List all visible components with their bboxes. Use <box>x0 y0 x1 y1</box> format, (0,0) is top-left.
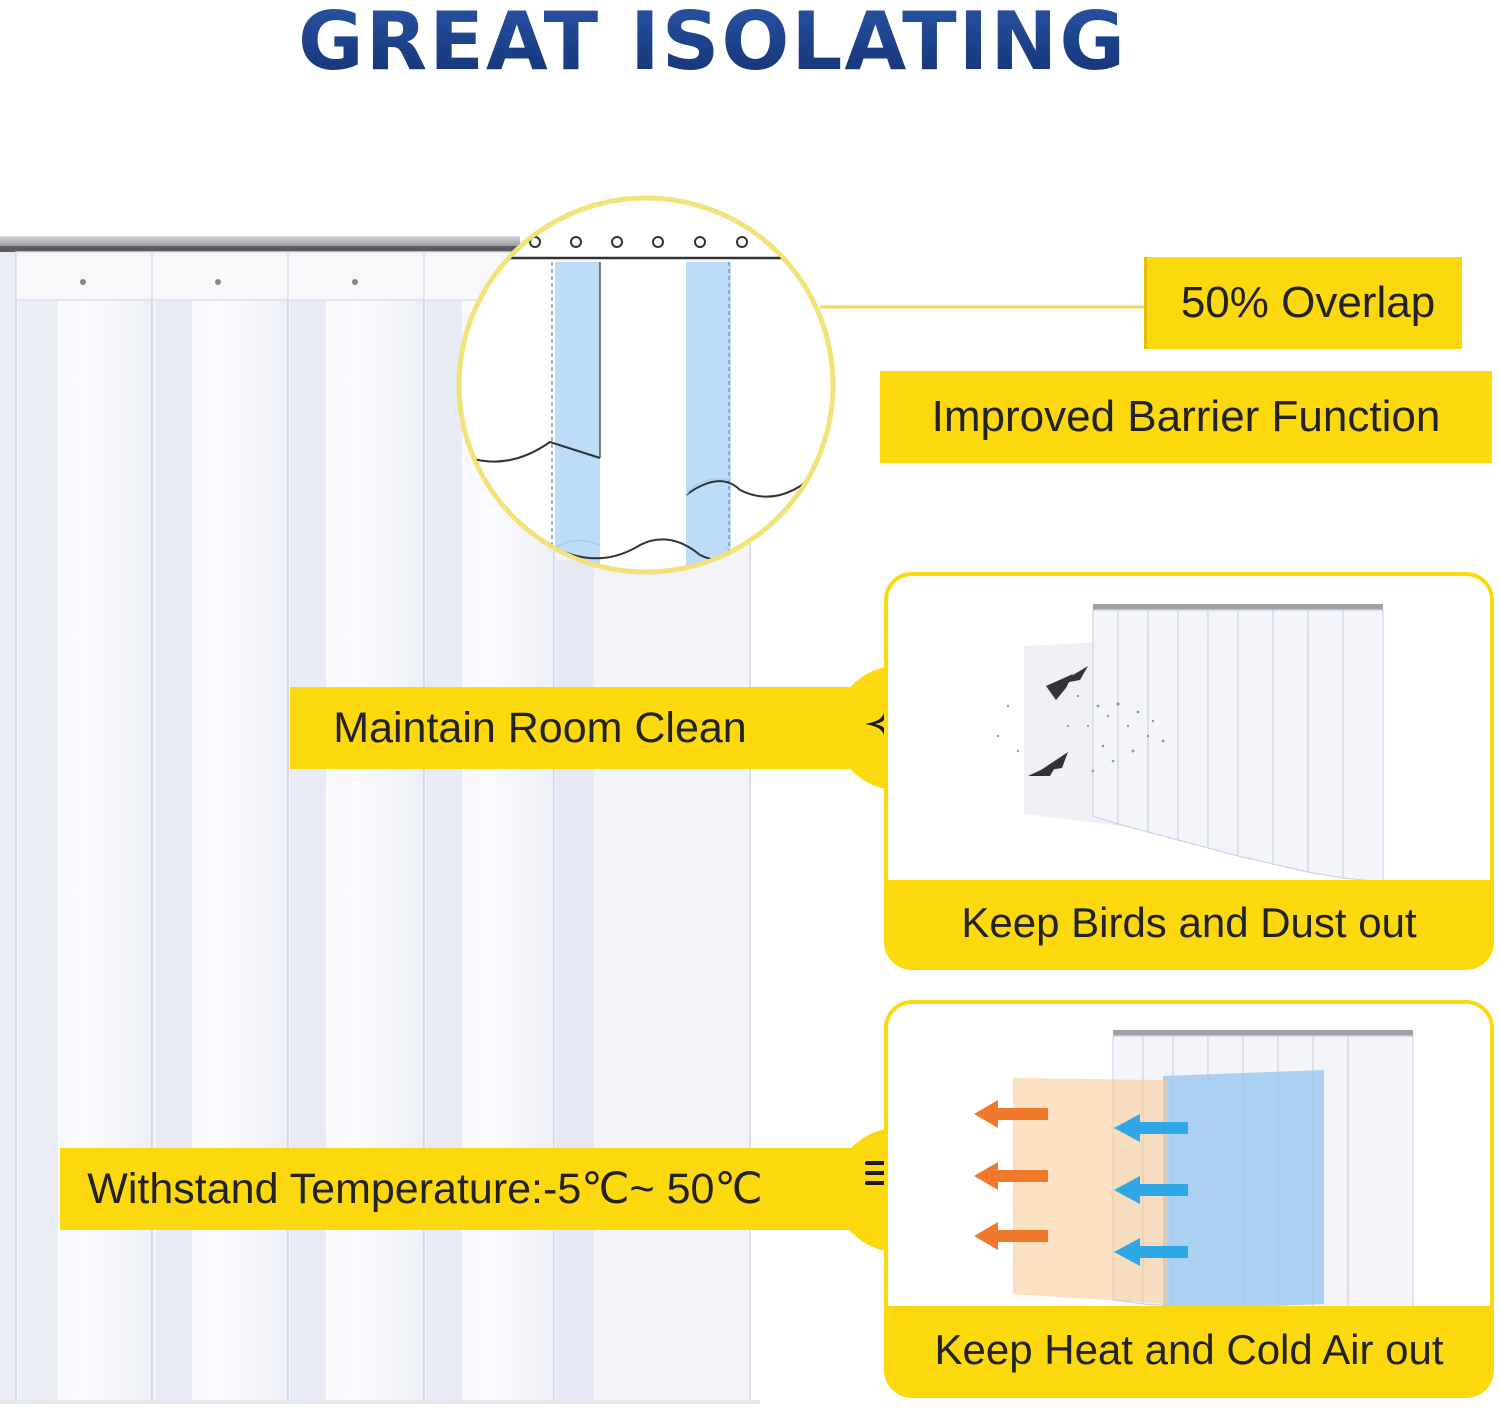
heat-cold-label: Keep Heat and Cold Air out <box>886 1306 1492 1394</box>
bird-icon <box>1028 666 1088 776</box>
overlap-zoom-circle <box>456 195 836 575</box>
clean-label: Maintain Room Clean <box>290 687 870 769</box>
overlap-label: 50% Overlap <box>1144 257 1462 349</box>
temperature-label: Withstand Temperature:-5℃~ 50℃ <box>60 1148 890 1230</box>
heat-cold-illustration <box>974 1030 1414 1311</box>
heat-arrow-icon <box>974 1100 1048 1250</box>
birds-dust-label: Keep Birds and Dust out <box>886 880 1492 966</box>
page-title: GREAT ISOLATING <box>0 0 1425 90</box>
heat-cold-panel <box>884 1000 1494 1398</box>
cold-arrow-icon <box>1114 1114 1188 1266</box>
birds-dust-illustration <box>996 604 1384 883</box>
barrier-label: Improved Barrier Function <box>880 371 1492 463</box>
